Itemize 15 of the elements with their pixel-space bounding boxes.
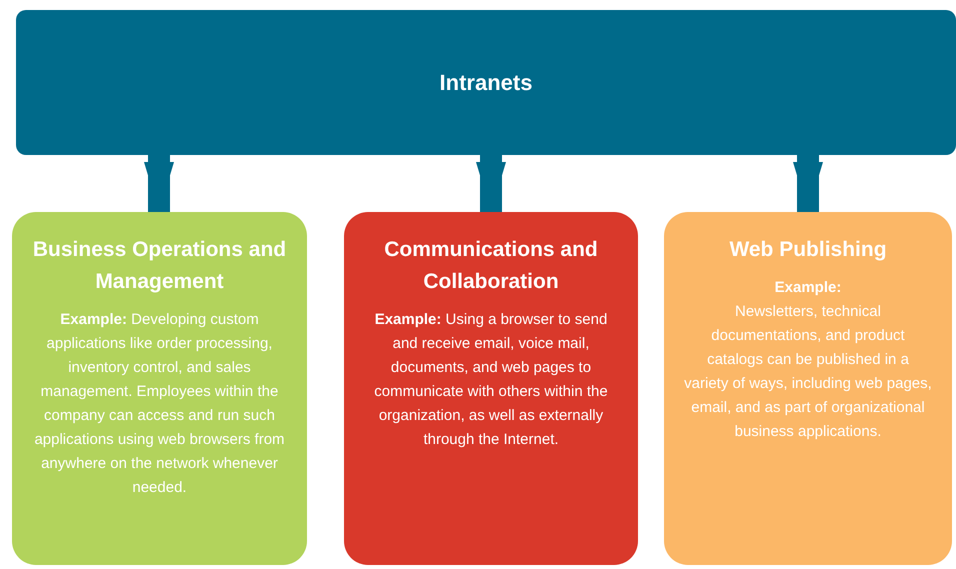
card-heading: Web Publishing [728,237,888,263]
down-arrow [793,155,823,212]
category-card [664,212,952,565]
down-arrow [476,155,506,212]
category-card [344,212,638,565]
card-heading: Communications and Collaboration [383,237,599,295]
card-heading: Business Operations and Management [32,237,287,295]
card-description: Example: Using a browser to send and receive email, voice mail, documents, and web pages to communicate with others within the organization, as well as externally through the Internet. [373,310,609,450]
card-description: Newsletters, technical documentations, and product catalogs can be published in a variety of ways, including web pages, email, and as part of organizational business applications. [684,302,932,442]
banner-title: Intranets [440,68,532,96]
down-arrow [144,155,174,212]
card-description: Example: Developing custom applications like order processing, inventory control, and sales management. Employees within the company can access and run such applications using web browsers from anywhere on the network whenever needed. [33,310,286,498]
category-card [12,212,307,565]
title-banner [16,10,956,155]
example-label: Example: [774,278,842,298]
